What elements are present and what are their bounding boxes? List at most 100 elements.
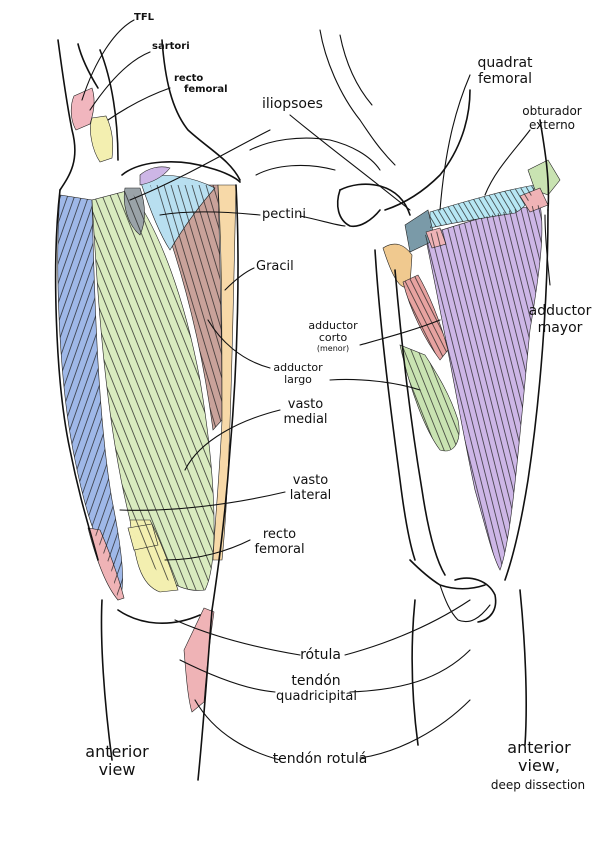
hatch-line bbox=[579, 185, 599, 228]
hatch-line bbox=[0, 185, 38, 595]
hatch-line bbox=[97, 190, 215, 591]
hatch-line bbox=[0, 185, 35, 430]
hatch-line bbox=[561, 185, 587, 228]
hatch-line bbox=[57, 195, 123, 600]
sartori-top-muscle bbox=[139, 166, 171, 186]
hatch-line bbox=[79, 195, 123, 600]
hatch-line bbox=[318, 185, 392, 430]
hatch-line bbox=[575, 185, 599, 575]
label-adductor-mayor-2: mayor bbox=[537, 320, 583, 336]
hatch-line bbox=[332, 185, 406, 430]
label-tendon-rotula: tendón rotulá bbox=[272, 751, 368, 767]
hatch-line bbox=[408, 345, 454, 451]
hatch-line bbox=[72, 195, 123, 600]
iliopsoes-muscle bbox=[123, 187, 145, 236]
label-adductor-corto-1: adductor bbox=[308, 319, 358, 332]
hatch-line bbox=[466, 205, 542, 570]
hatch-line bbox=[325, 185, 399, 430]
label-adductor-mayor-1: adductor bbox=[528, 303, 592, 319]
hatch-line bbox=[549, 345, 593, 455]
hatch-line bbox=[413, 275, 448, 360]
hatch-line bbox=[0, 195, 26, 600]
hatch-line bbox=[573, 185, 599, 228]
hatch-line bbox=[460, 205, 542, 570]
label-obturador-1: obturador bbox=[522, 104, 582, 118]
hatch-line bbox=[593, 185, 599, 575]
hatch-line bbox=[425, 205, 517, 570]
hatch-line bbox=[0, 185, 49, 430]
hatch-line bbox=[0, 185, 28, 430]
hatch-line bbox=[311, 185, 385, 430]
label-adductor-corto-2: corto bbox=[318, 331, 348, 344]
hatch-line bbox=[92, 190, 175, 591]
hatch-line bbox=[430, 185, 444, 228]
hatch-line bbox=[0, 185, 62, 595]
hatch-line bbox=[0, 185, 7, 430]
label-pectini: pectini bbox=[262, 207, 306, 222]
hatch-line bbox=[332, 345, 376, 455]
hatch-line bbox=[554, 185, 599, 595]
hatch-line bbox=[528, 345, 572, 455]
hatch-line bbox=[57, 195, 123, 600]
hatch-line bbox=[57, 195, 123, 600]
label-recto-femoral-top-2: femoral bbox=[184, 84, 228, 95]
hatch-line bbox=[92, 190, 215, 591]
label-recto-femoral-bottom-2: femoral bbox=[254, 542, 305, 557]
hatch-line bbox=[93, 195, 123, 600]
hatch-line bbox=[170, 185, 222, 430]
hatch-line bbox=[578, 185, 599, 595]
hatch-line bbox=[415, 345, 460, 451]
hatch-line bbox=[92, 190, 215, 591]
hatch-line bbox=[555, 185, 581, 228]
recto-femoral-top bbox=[90, 115, 114, 163]
label-anterior-view-left-2: view bbox=[98, 760, 136, 779]
hatch-line bbox=[0, 185, 22, 595]
hatch-line bbox=[0, 185, 63, 430]
hatch-line bbox=[339, 185, 413, 430]
label-tfl: TFL bbox=[134, 12, 155, 23]
hatch-line bbox=[567, 185, 593, 228]
hatch-line bbox=[105, 190, 215, 591]
hatch-line bbox=[496, 205, 542, 570]
hatch-line bbox=[0, 195, 47, 600]
hatch-line bbox=[57, 195, 111, 600]
hatch-line bbox=[226, 185, 390, 595]
hatch-line bbox=[0, 185, 14, 430]
label-gracil: Gracil bbox=[256, 259, 294, 274]
hatch-line bbox=[113, 190, 215, 591]
label-sartori: sartori bbox=[152, 41, 190, 52]
hatch-line bbox=[0, 195, 19, 600]
hatch-line bbox=[521, 345, 565, 455]
label-tendon-quad-2: quadricipital bbox=[276, 689, 357, 704]
hatch-line bbox=[581, 185, 599, 575]
hatch-line bbox=[86, 195, 123, 600]
hatch-line bbox=[57, 195, 97, 600]
hatch-line bbox=[569, 185, 599, 575]
hatch-line bbox=[387, 185, 413, 228]
hatch-line bbox=[587, 185, 599, 575]
label-obturador-2: externo bbox=[528, 118, 576, 132]
hatch-line bbox=[562, 185, 599, 595]
hatch-line bbox=[346, 345, 390, 455]
hatch-line bbox=[542, 345, 586, 455]
label-iliopsoes: iliopsoes bbox=[262, 96, 323, 112]
hatch-line bbox=[0, 185, 56, 430]
hatch-line bbox=[403, 275, 445, 360]
hatch-line bbox=[0, 195, 12, 600]
hatch-line bbox=[92, 190, 199, 591]
hatch-line bbox=[400, 345, 405, 451]
hatch-line bbox=[0, 185, 30, 595]
hatch-line bbox=[0, 185, 21, 430]
hatch-line bbox=[92, 190, 207, 591]
hatch-line bbox=[0, 185, 14, 595]
hatch-line bbox=[191, 185, 222, 430]
hatch-line bbox=[401, 345, 447, 451]
leader-lines bbox=[81, 19, 551, 761]
label-vasto-medial-2: medial bbox=[283, 412, 328, 427]
label-quadrat-1: quadrat bbox=[477, 55, 533, 71]
hatch-line bbox=[163, 185, 222, 430]
hatch-line bbox=[57, 195, 104, 600]
hatch-line bbox=[594, 185, 599, 595]
